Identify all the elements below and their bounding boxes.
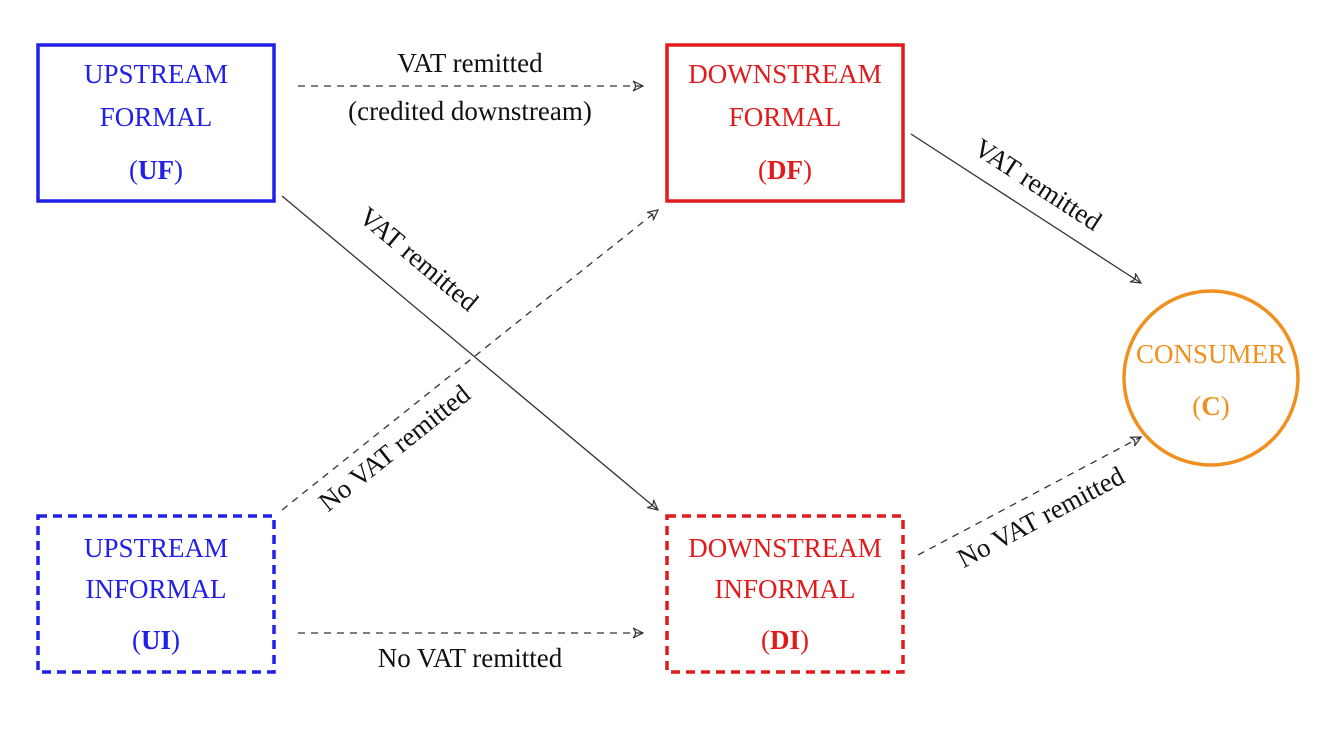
node-consumer-abbr-line: (C) xyxy=(1192,391,1230,421)
edge-ui-to-df: No VAT remitted xyxy=(281,209,660,517)
node-downstream-formal-line2: FORMAL xyxy=(729,102,842,132)
edge-uf-to-df-label: VAT remitted xyxy=(397,48,543,78)
node-consumer: CONSUMER (C) xyxy=(1122,289,1300,467)
edge-di-to-c-arrow xyxy=(917,436,1143,556)
node-upstream-informal-box xyxy=(36,514,276,674)
node-upstream-informal-abbr: UI xyxy=(141,625,171,655)
edge-uf-to-df: VAT remitted (credited downstream) xyxy=(298,48,645,126)
node-upstream-formal: UPSTREAM FORMAL (UF) xyxy=(36,43,276,203)
edge-uf-to-di: VAT remitted xyxy=(281,195,660,511)
node-upstream-formal-abbr: UF xyxy=(138,155,174,185)
node-downstream-informal-abbr-line: (DI) xyxy=(761,625,809,655)
node-upstream-informal-abbr-line: (UI) xyxy=(132,625,180,655)
node-downstream-formal-abbr: DF xyxy=(767,155,803,185)
node-consumer-circle xyxy=(1122,289,1300,467)
node-downstream-formal-abbr-line: (DF) xyxy=(758,155,812,185)
node-upstream-informal-line1: UPSTREAM xyxy=(84,533,228,563)
node-downstream-formal-line1: DOWNSTREAM xyxy=(688,59,882,89)
edge-df-to-c-arrow xyxy=(910,133,1143,284)
edge-ui-to-df-arrow xyxy=(281,209,660,511)
node-downstream-informal: DOWNSTREAM INFORMAL (DI) xyxy=(665,514,905,674)
node-downstream-formal-box xyxy=(665,43,905,203)
node-downstream-formal: DOWNSTREAM FORMAL (DF) xyxy=(665,43,905,203)
node-upstream-formal-line2: FORMAL xyxy=(100,102,213,132)
edge-di-to-c-label: No VAT remitted xyxy=(952,460,1129,573)
edge-uf-to-di-arrow xyxy=(281,195,660,511)
edge-uf-to-di-label: VAT remitted xyxy=(353,201,484,318)
edge-uf-to-df-sublabel: (credited downstream) xyxy=(348,96,592,126)
edge-ui-to-di-label: No VAT remitted xyxy=(378,643,563,673)
node-downstream-informal-line1: DOWNSTREAM xyxy=(688,533,882,563)
edge-df-to-c: VAT remitted xyxy=(910,132,1143,284)
node-downstream-informal-line2: INFORMAL xyxy=(714,574,855,604)
node-upstream-informal: UPSTREAM INFORMAL (UI) xyxy=(36,514,276,674)
node-downstream-informal-abbr: DI xyxy=(770,625,800,655)
node-downstream-informal-box xyxy=(665,514,905,674)
node-upstream-formal-line1: UPSTREAM xyxy=(84,59,228,89)
edge-ui-to-di: No VAT remitted xyxy=(298,627,645,673)
node-consumer-abbr: C xyxy=(1201,391,1221,421)
node-upstream-informal-line2: INFORMAL xyxy=(85,574,226,604)
edge-di-to-c: No VAT remitted xyxy=(917,436,1143,574)
node-upstream-formal-abbr-line: (UF) xyxy=(129,155,183,185)
edge-ui-to-df-label: No VAT remitted xyxy=(313,378,476,517)
node-upstream-formal-box xyxy=(36,43,276,203)
node-consumer-label: CONSUMER xyxy=(1136,339,1286,369)
